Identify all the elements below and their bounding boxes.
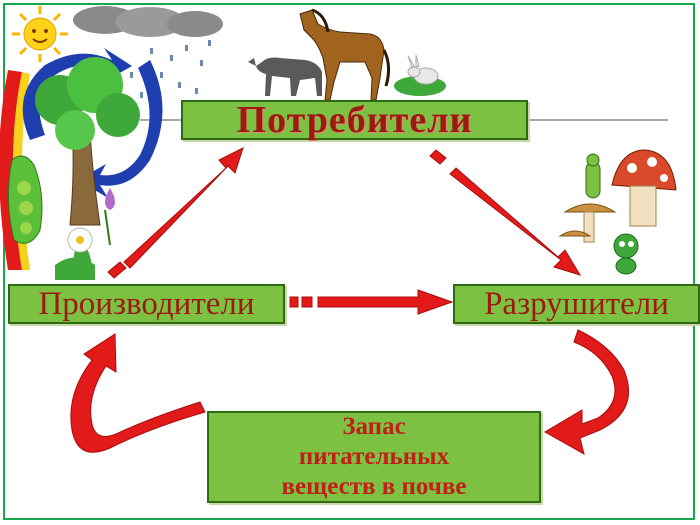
arrow-producers-to-decomposers xyxy=(289,289,454,315)
bug-creature-icon xyxy=(613,233,639,275)
caterpillar-icon xyxy=(585,153,601,199)
node-soil-line-1: Запас xyxy=(342,413,406,440)
slide-frame xyxy=(3,3,695,520)
node-decomposers-label: Разрушители xyxy=(484,285,669,322)
node-soil-line-2: питательных xyxy=(298,443,450,470)
rabbit-icon xyxy=(394,54,446,96)
node-consumers-label: Потребители xyxy=(236,99,473,141)
mushroom-icon xyxy=(558,149,677,243)
sun-icon xyxy=(12,6,68,62)
horse-icon xyxy=(299,8,391,101)
node-soil-line-3: веществ в почве xyxy=(281,473,467,500)
tree-icon xyxy=(35,57,140,226)
node-consumers: Потребители xyxy=(181,99,528,141)
arrow-consumers-to-decomposers xyxy=(429,149,582,276)
arrow-soil-to-producers xyxy=(70,333,206,453)
water-cycle-arrows-icon xyxy=(22,48,163,198)
arrow-producers-to-consumers xyxy=(107,147,244,279)
node-soil-nutrients: Запас питательных веществ в почве xyxy=(207,411,541,503)
peapod-icon xyxy=(7,155,43,244)
flower-icon xyxy=(55,188,115,280)
node-producers: Производители xyxy=(8,284,285,324)
node-decomposers: Разрушители xyxy=(453,284,700,324)
node-producers-label: Производители xyxy=(38,285,255,322)
arrow-decomposers-to-soil xyxy=(544,329,629,456)
rain-cloud-icon xyxy=(73,6,223,114)
wolf-icon xyxy=(248,57,322,96)
